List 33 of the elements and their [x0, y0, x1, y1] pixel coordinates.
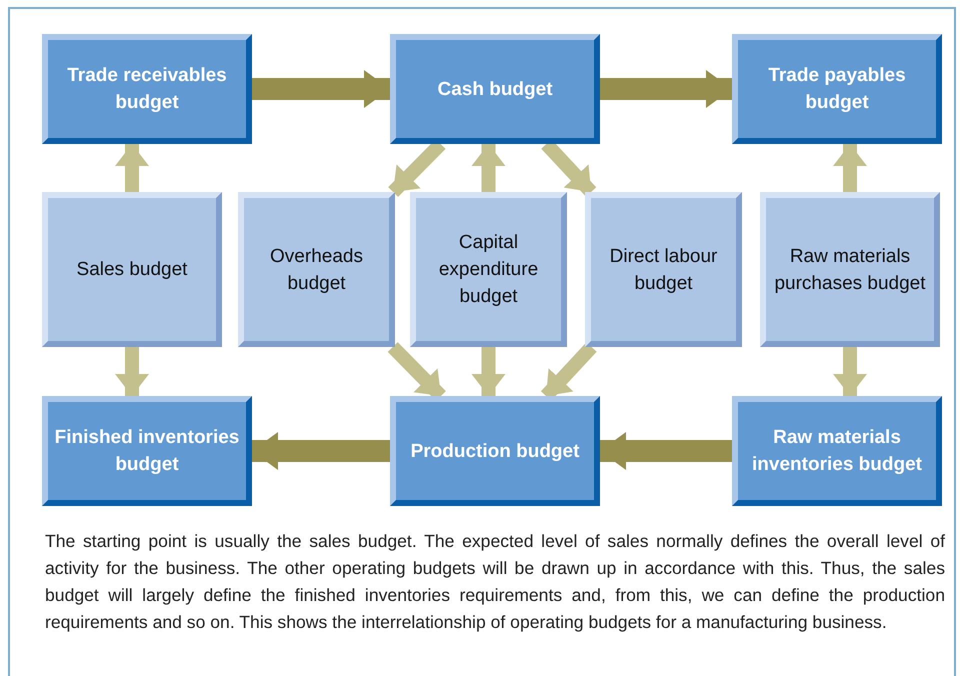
- box-label: Raw materials purchases budget: [773, 244, 927, 296]
- budget-box: [42, 396, 252, 506]
- box-label: Production budget: [410, 440, 580, 464]
- box-label: Cash budget: [436, 78, 554, 102]
- box-label: Trade receivables budget: [66, 64, 228, 115]
- budget-box: [732, 396, 942, 506]
- caption: The starting point is usually the sales budget. The expected level of sales normally defines the overall level of activity for the business. The other operating budgets will be drawn up in accordance with this. Thus, the sales budget will largely define the finished inventories requirements and, from this, we can define the production requirements and so on. This shows the interrelationship of operating budgets for a manufacturing business.: [45, 530, 945, 634]
- box-label: Trade payables budget: [767, 64, 907, 115]
- budget-box: [390, 34, 600, 144]
- box-label: Direct labour budget: [608, 244, 718, 296]
- operating-budget-box: [42, 192, 222, 347]
- arrow: [472, 347, 506, 396]
- arrow: [115, 347, 149, 396]
- arrow: [252, 432, 390, 470]
- arrow: [252, 70, 390, 108]
- arrow: [833, 144, 867, 192]
- box-label: Sales budget: [76, 258, 188, 282]
- arrow: [600, 432, 732, 470]
- budget-box: [390, 396, 600, 506]
- box-label: Overheads budget: [269, 244, 364, 296]
- arrow: [115, 144, 149, 192]
- budget-box: [732, 34, 942, 144]
- operating-budget-box: [410, 192, 567, 347]
- box-label: Raw materials inventories budget: [751, 426, 923, 477]
- budget-box: [42, 34, 252, 144]
- operating-budget-box: [760, 192, 940, 347]
- operating-budget-box: [585, 192, 742, 347]
- box-label: Capital expenditure budget: [438, 231, 540, 309]
- arrow: [472, 144, 506, 192]
- arrow: [600, 70, 732, 108]
- box-label: Finished inventories budget: [54, 426, 240, 477]
- operating-budget-box: [238, 192, 395, 347]
- arrow: [833, 347, 867, 396]
